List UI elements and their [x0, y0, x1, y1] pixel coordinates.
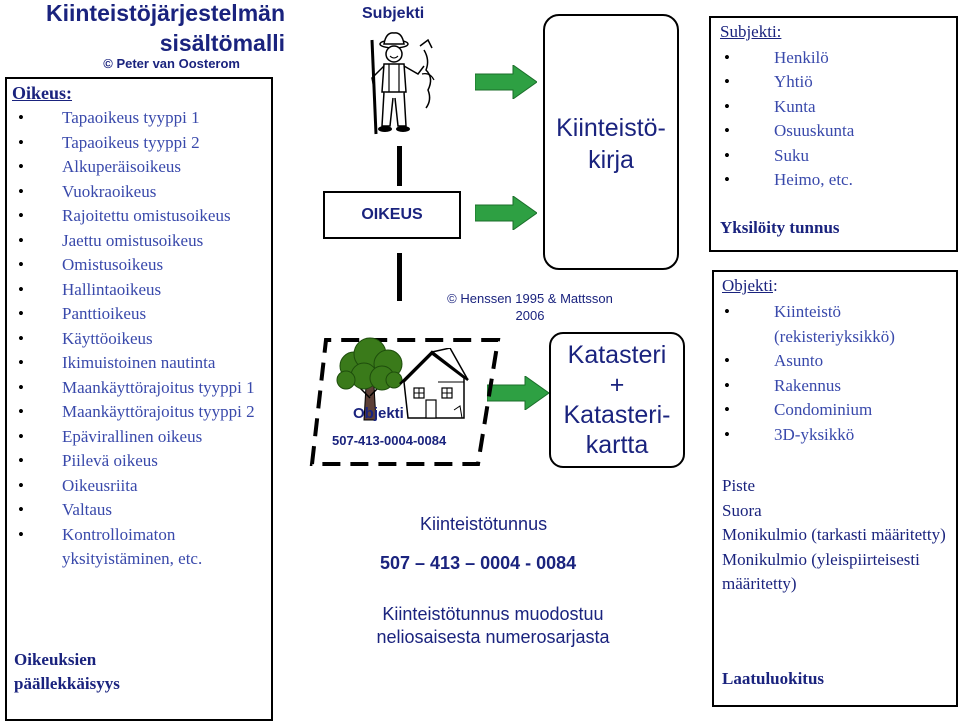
rights-list-item: Vuokraoikeus	[10, 180, 265, 205]
rights-heading: Oikeus:	[12, 83, 73, 103]
geometry-type-item: Piste	[722, 476, 756, 495]
farmer-figure-icon	[370, 32, 435, 135]
cadastre-label: Katasteri + Katasteri- kartta	[549, 340, 685, 460]
rights-list-item: Hallintaoikeus	[10, 278, 265, 303]
object-type-item: Kiinteistö (rekisteriyksikkö)	[716, 300, 954, 349]
right-arrow-icon	[475, 65, 537, 99]
source-credit: © Henssen 1995 & Mattsson 2006	[430, 290, 630, 324]
object-type-item: Rakennus	[716, 374, 954, 399]
geometry-type-item: Suora	[722, 500, 762, 520]
quality-label: Laatuluokitus	[722, 669, 825, 688]
object-type-item: Condominium	[716, 398, 954, 423]
subject-panel	[709, 16, 958, 252]
rights-list-item: Valtaus	[10, 498, 265, 523]
subject-type-item: Osuuskunta	[716, 119, 951, 144]
object-label: Objekti	[353, 405, 404, 422]
rights-list-item: Ikimuistoinen nautinta	[10, 351, 265, 376]
rights-list-item: Panttioikeus	[10, 302, 265, 327]
land-book-line-1: Kiinteistö-	[556, 114, 666, 142]
parcel-outline	[309, 338, 501, 466]
geometry-type-item: Monikulmio (yleispiirteisesti määritetty…	[722, 549, 920, 594]
subject-panel-heading: Subjekti:	[720, 22, 782, 41]
cadastre-box	[549, 332, 685, 468]
object-panel-heading-text: Objekti	[722, 276, 773, 295]
subject-type-item: Henkilö	[716, 46, 951, 71]
parcel-id-desc-line-2: neliosaisesta numerosarjasta	[376, 627, 610, 647]
subject-type-list: HenkilöYhtiöKuntaOsuuskuntaSukuHeimo, et…	[716, 46, 951, 193]
cadastre-line-3: Katasteri-	[563, 401, 671, 429]
cadastre-line-2: +	[609, 371, 625, 399]
subject-type-item: Kunta	[716, 95, 951, 120]
right-arrow-icon	[475, 196, 537, 230]
house-icon	[399, 348, 469, 419]
page-title: Kiinteistöjärjestelmän sisältömalli	[10, 0, 285, 58]
parcel-id-label: Kiinteistötunnus	[420, 514, 548, 534]
parcel-id-desc-line-1: Kiinteistötunnus muodostuu	[382, 604, 604, 624]
rights-list-item: Piilevä oikeus	[10, 449, 265, 474]
rights-list: Tapaoikeus tyyppi 1Tapaoikeus tyyppi 2Al…	[10, 106, 265, 572]
subject-identified-label: Yksilöity tunnus	[720, 218, 840, 237]
object-panel-heading: Objekti:	[722, 276, 778, 296]
rights-overlap-label: Oikeuksien päällekkäisyys	[14, 650, 120, 693]
object-type-item: 3D-yksikkö	[716, 423, 954, 448]
object-id: 507-413-0004-0084	[332, 433, 447, 448]
rights-list-item: Maankäyttörajoitus tyyppi 2	[10, 400, 265, 425]
author-credit: © Peter van Oosterom	[103, 56, 240, 71]
object-type-item: Asunto	[716, 349, 954, 374]
subject-type-item: Yhtiö	[716, 70, 951, 95]
parcel-id-description: Kiinteistötunnus muodostuu neliosaisesta…	[348, 603, 638, 649]
object-connector-line	[397, 253, 402, 301]
rights-panel	[5, 77, 273, 721]
rights-list-item: Tapaoikeus tyyppi 2	[10, 131, 265, 156]
rights-list-item: Alkuperäisoikeus	[10, 155, 265, 180]
parcel-id-number: 507 – 413 – 0004 - 0084	[380, 553, 577, 573]
cadastre-line-4: kartta	[585, 431, 649, 459]
rights-list-item: Tapaoikeus tyyppi 1	[10, 106, 265, 131]
source-credit-line-2: 2006	[515, 308, 545, 323]
subject-type-item: Heimo, etc.	[716, 168, 951, 193]
rights-list-item: Omistusoikeus	[10, 253, 265, 278]
rights-list-item: Epävirallinen oikeus	[10, 425, 265, 450]
title-line-1: Kiinteistöjärjestelmän	[45, 0, 285, 26]
subject-label: Subjekti	[362, 5, 425, 22]
rights-list-item: Jaettu omistusoikeus	[10, 229, 265, 254]
tree-icon	[336, 337, 403, 421]
rights-list-item: Oikeusriita	[10, 474, 265, 499]
land-book-box	[543, 14, 679, 270]
land-book-label: Kiinteistö- kirja	[543, 112, 679, 176]
object-type-list: Kiinteistö (rekisteriyksikkö)AsuntoRaken…	[716, 300, 954, 447]
object-panel	[712, 270, 958, 707]
right-arrow-icon	[487, 376, 549, 410]
geometry-type-item: Monikulmio (tarkasti määritetty)	[722, 525, 946, 544]
right-box: OIKEUS	[323, 191, 461, 239]
subject-type-item: Suku	[716, 144, 951, 169]
land-book-line-2: kirja	[588, 146, 634, 174]
object-panel-heading-colon: :	[773, 276, 778, 295]
rights-list-item: Maankäyttörajoitus tyyppi 1	[10, 376, 265, 401]
rights-list-item: Käyttöoikeus	[10, 327, 265, 352]
rights-list-item: Rajoitettu omistusoikeus	[10, 204, 265, 229]
cadastre-line-1: Katasteri	[567, 341, 667, 369]
subject-connector-line	[397, 146, 402, 186]
rights-list-item: Kontrolloimaton yksityistäminen, etc.	[10, 523, 265, 572]
source-credit-line-1: © Henssen 1995 & Mattsson	[447, 291, 613, 306]
title-line-2: sisältömalli	[159, 30, 285, 56]
